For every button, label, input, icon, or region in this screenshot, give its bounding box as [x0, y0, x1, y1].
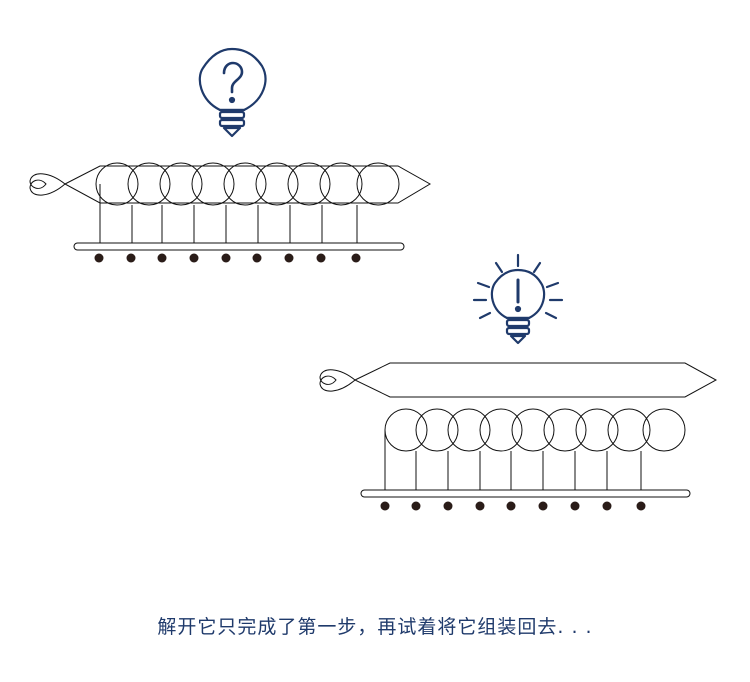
ray	[478, 311, 492, 320]
bead	[411, 501, 421, 511]
bead	[94, 253, 104, 263]
ring	[223, 162, 267, 206]
ring	[415, 408, 459, 452]
shuttle-heart-end	[319, 369, 356, 392]
ray	[476, 281, 491, 289]
beads-top	[94, 253, 361, 263]
base-bar	[360, 489, 691, 498]
ring	[127, 162, 171, 206]
ring	[575, 408, 619, 452]
bead	[126, 253, 136, 263]
ring	[543, 408, 587, 452]
puzzle-assembled	[29, 162, 431, 251]
bead	[157, 253, 167, 263]
ray	[532, 261, 542, 274]
shuttle-heart-end	[29, 173, 66, 196]
ring	[479, 408, 523, 452]
instruction-caption: 解开它只完成了第一步，再试着将它组装回去. . .	[157, 616, 593, 638]
ring	[642, 408, 686, 452]
ring	[159, 162, 203, 206]
bead	[221, 253, 231, 263]
shuttle-bar	[353, 362, 718, 398]
bead	[252, 253, 262, 263]
ray	[544, 311, 558, 320]
question-mark-lightbulb-icon	[198, 47, 267, 138]
bead	[189, 253, 199, 263]
ring	[255, 162, 299, 206]
bead	[636, 501, 646, 511]
bead	[284, 253, 294, 263]
ring	[191, 162, 235, 206]
bead	[570, 501, 580, 511]
exclamation-lightbulb-icon	[472, 253, 564, 345]
ring	[95, 162, 139, 206]
bead	[475, 501, 485, 511]
shuttle-bar	[63, 165, 431, 204]
ring	[287, 162, 331, 206]
ring	[607, 408, 651, 452]
bead	[316, 253, 326, 263]
bead	[380, 501, 390, 511]
ring	[319, 162, 363, 206]
base-bar	[73, 242, 405, 251]
ring	[384, 408, 428, 452]
bead	[602, 501, 612, 511]
bead	[506, 501, 516, 511]
beads-bottom	[380, 501, 646, 511]
bead	[538, 501, 548, 511]
ring	[511, 408, 555, 452]
ring	[356, 162, 400, 206]
ray	[494, 261, 504, 274]
ray	[545, 281, 560, 289]
puzzle-separated	[319, 362, 718, 498]
ring	[447, 408, 491, 452]
bead	[443, 501, 453, 511]
bead	[351, 253, 361, 263]
